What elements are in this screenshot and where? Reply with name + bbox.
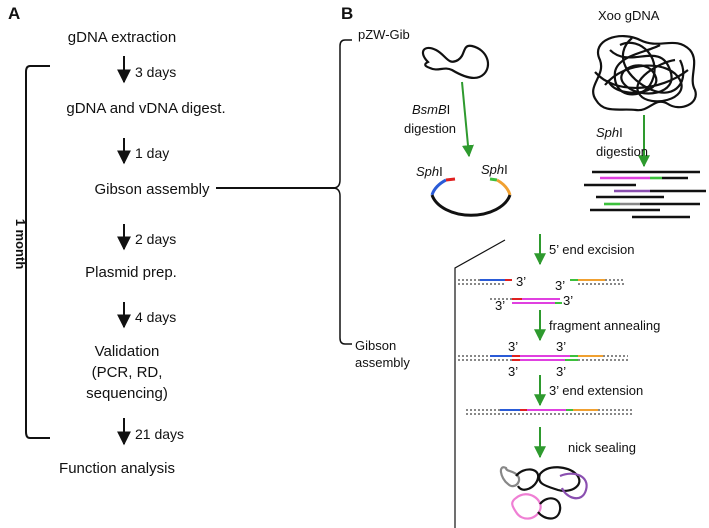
- step-validation-line2: (PCR, RD,: [92, 364, 163, 381]
- step-plasmid-prep: Plasmid prep.: [85, 264, 177, 281]
- excision-diagram: [458, 279, 625, 304]
- digestion-label-2: digestion: [596, 144, 648, 159]
- step-sealing: nick sealing: [568, 440, 636, 455]
- step-validation: Validation: [95, 343, 160, 360]
- plasmid-label: pZW-Gib: [358, 27, 410, 42]
- genome-tangle: [592, 35, 697, 112]
- step-extension: 3’ end extension: [549, 383, 643, 398]
- end3-label-3: 3’: [495, 298, 505, 313]
- digestion-label-1: digestion: [404, 121, 456, 136]
- gdna-fragments: [584, 170, 706, 219]
- step-gibson-assembly: Gibson assembly: [94, 181, 210, 198]
- gibson-label-line1: Gibson: [355, 338, 396, 353]
- enzyme1-label: BsmBI: [412, 102, 450, 117]
- end3-label-6: 3’: [556, 339, 566, 354]
- zoom-boundary: [454, 239, 506, 528]
- sphi-site-left: SphI: [416, 164, 443, 179]
- step-function-analysis: Function analysis: [59, 460, 175, 477]
- vector-orange-end: [496, 178, 512, 196]
- arrow-bsmbi: [461, 81, 474, 158]
- sphi-site-right: SphI: [481, 162, 508, 177]
- vector-blue-end: [430, 178, 447, 196]
- end3-label-2: 3’: [555, 278, 565, 293]
- panel-b-label: B: [341, 4, 353, 23]
- panel-a-label: A: [8, 4, 20, 23]
- step-gdna-extraction: gDNA extraction: [68, 29, 176, 46]
- duration-1: 3 days: [135, 64, 176, 80]
- end3-label-8: 3’: [556, 364, 566, 379]
- duration-3: 2 days: [135, 231, 176, 247]
- end3-label-4: 3’: [563, 293, 573, 308]
- duration-5: 21 days: [135, 426, 184, 442]
- step-digest: gDNA and vDNA digest.: [66, 100, 225, 117]
- timeline-bracket: [25, 65, 50, 439]
- extension-diagram: [466, 409, 632, 415]
- end3-label-5: 3’: [508, 339, 518, 354]
- vector-red-end: [445, 177, 456, 182]
- end3-label-1: 3’: [516, 274, 526, 289]
- vector-green-end: [489, 177, 498, 182]
- duration-4: 4 days: [135, 309, 176, 325]
- final-plasmids: [499, 466, 588, 520]
- duration-2: 1 day: [135, 145, 169, 161]
- genome-label: Xoo gDNA: [598, 8, 660, 23]
- enzyme2-label: SphI: [596, 125, 623, 140]
- end3-label-7: 3’: [508, 364, 518, 379]
- step-excision: 5’ end excision: [549, 242, 635, 257]
- step-annealing: fragment annealing: [549, 318, 660, 333]
- side-label-1-month: 1 month: [13, 219, 28, 270]
- annealing-diagram: [458, 355, 628, 361]
- plasmid-squiggle: [421, 44, 490, 79]
- vector-backbone: [430, 194, 512, 217]
- step-validation-line3: sequencing): [86, 385, 168, 402]
- gibson-label-line2: assembly: [355, 355, 410, 370]
- curly-bracket: [332, 39, 352, 345]
